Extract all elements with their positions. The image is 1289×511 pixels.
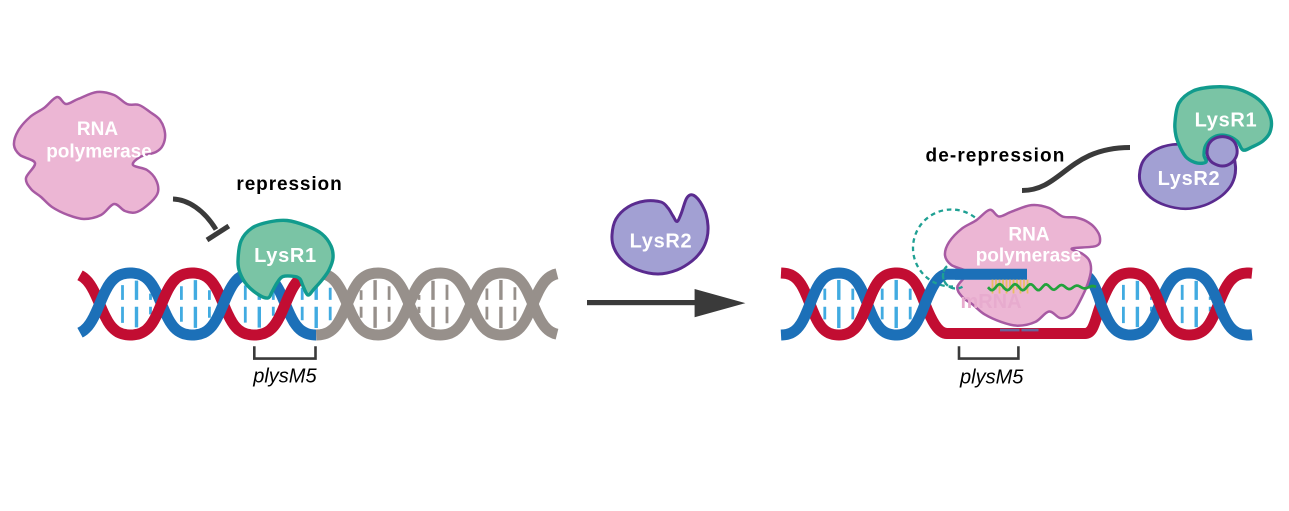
svg-text:polymerase: polymerase	[46, 142, 152, 163]
svg-text:LysR1: LysR1	[254, 245, 317, 267]
svg-text:plysM5: plysM5	[252, 366, 317, 388]
svg-text:RNA: RNA	[77, 119, 118, 140]
svg-text:LysR1: LysR1	[1195, 110, 1258, 132]
svg-text:RNA: RNA	[1008, 225, 1049, 246]
svg-text:de-repression: de-repression	[926, 146, 1066, 167]
svg-text:plysM5: plysM5	[959, 367, 1024, 389]
svg-text:LysR2: LysR2	[1158, 168, 1221, 190]
svg-text:repression: repression	[236, 174, 342, 195]
svg-text:mRNA: mRNA	[960, 291, 1021, 313]
svg-text:polymerase: polymerase	[976, 246, 1082, 267]
svg-text:LysR2: LysR2	[630, 231, 693, 253]
